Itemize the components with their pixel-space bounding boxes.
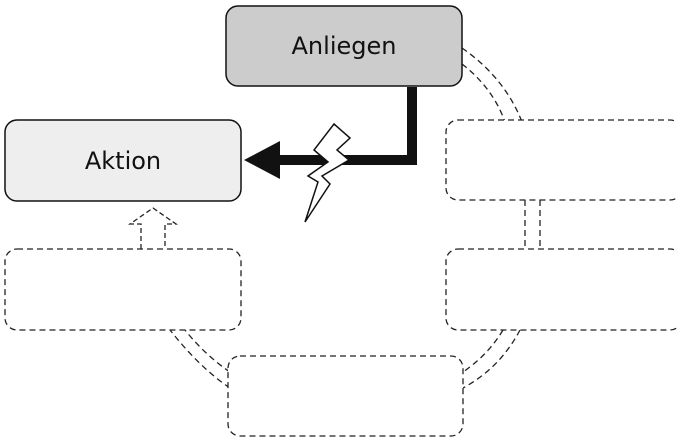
connector-top-right-outer: [461, 47, 523, 123]
empty-box-left-lower: [4, 248, 242, 331]
cycle-connectors: [169, 47, 541, 389]
lightning-bolt-icon: [304, 122, 352, 223]
empty-box-right-lower: [445, 248, 677, 331]
main-arrow-head: [244, 141, 280, 179]
connector-bottom-left-outer: [169, 329, 231, 389]
label-anliegen: Anliegen: [291, 32, 397, 60]
empty-box-bottom: [227, 355, 464, 437]
connector-bottom-right-inner: [462, 329, 504, 373]
box-anliegen: [225, 5, 463, 87]
label-aktion: Aktion: [84, 146, 162, 175]
empty-box-right-upper: [445, 119, 677, 201]
connector-bottom-right-outer: [462, 329, 521, 389]
main-arrow-shaft: [276, 87, 417, 165]
connector-bottom-left-inner: [184, 329, 231, 373]
connector-top-right-inner: [461, 63, 506, 123]
box-aktion: [4, 119, 242, 202]
dashed-up-arrow: [127, 207, 179, 249]
